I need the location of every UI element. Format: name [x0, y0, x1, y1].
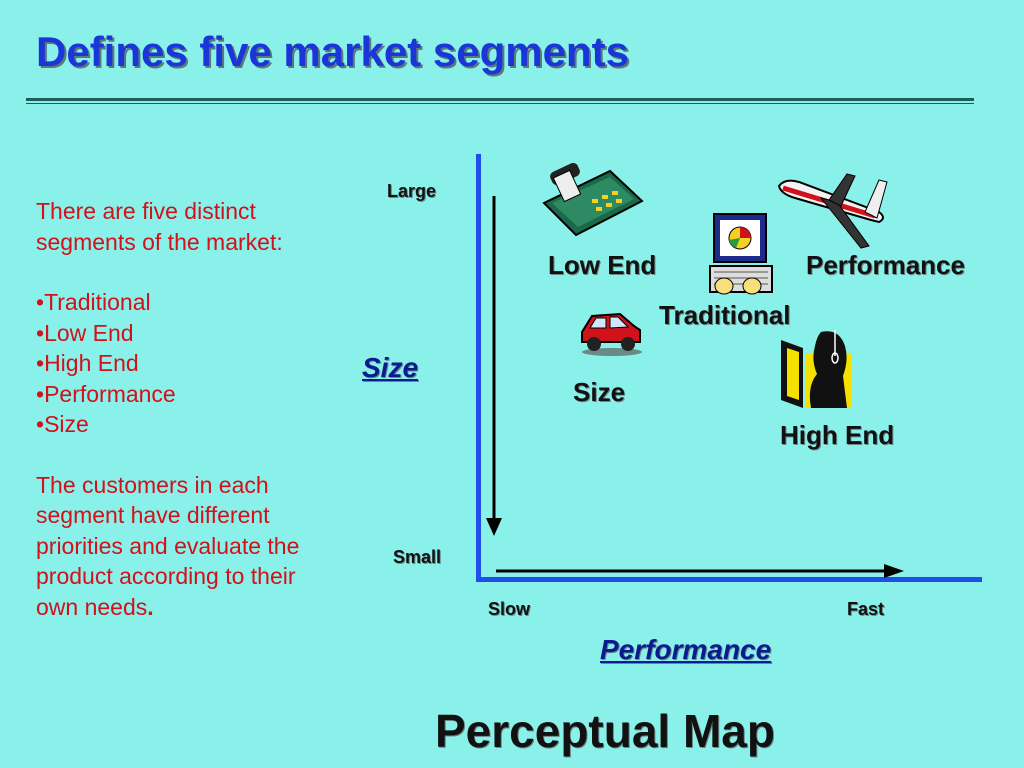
intro-text: There are five distinct segments of the …	[36, 198, 283, 255]
segment-label-low-end: Low End	[548, 250, 657, 280]
segment-label-size: Size	[573, 377, 626, 407]
headset-person-icon	[781, 330, 851, 408]
segment-list-item: Size	[36, 409, 336, 440]
x-axis-title: Performance	[600, 634, 772, 665]
description-panel: There are five distinct segments of the …	[36, 196, 336, 622]
car-icon	[581, 312, 642, 356]
axis-arrows	[486, 196, 904, 578]
perceptual-map-caption: Perceptual Map	[435, 705, 775, 757]
performance-arrow-head	[884, 564, 904, 578]
x-axis-right-label: Fast	[847, 599, 885, 619]
segment-list-item: Low End	[36, 318, 336, 349]
segment-label-high-end: High End	[780, 420, 895, 450]
segment-list-item: Traditional	[36, 287, 336, 318]
segment-list: Traditional Low End High End Performance…	[36, 287, 336, 440]
closing-period: .	[147, 593, 154, 620]
x-axis-left-label: Slow	[488, 599, 531, 619]
closing-text: The customers in each segment have diffe…	[36, 470, 336, 623]
slide-title: Defines five market segments	[36, 28, 629, 75]
title-divider	[26, 98, 974, 101]
segment-label-performance: Performance	[806, 250, 965, 280]
closing-sentence: The customers in each segment have diffe…	[36, 471, 300, 620]
segment-list-item: Performance	[36, 379, 336, 410]
y-axis-bottom-label: Small	[393, 547, 442, 567]
y-axis-line	[476, 154, 481, 582]
title-divider-thin	[26, 103, 974, 104]
computer-icon	[709, 213, 773, 295]
segment-list-item: High End	[36, 348, 336, 379]
y-axis-top-label: Large	[387, 181, 437, 201]
segment-label-traditional: Traditional	[659, 300, 791, 330]
calculator-icon	[542, 163, 644, 237]
size-arrow-head	[486, 518, 502, 536]
y-axis-title: Size	[362, 352, 419, 383]
x-axis-line	[476, 577, 982, 582]
airplane-icon	[777, 173, 888, 249]
